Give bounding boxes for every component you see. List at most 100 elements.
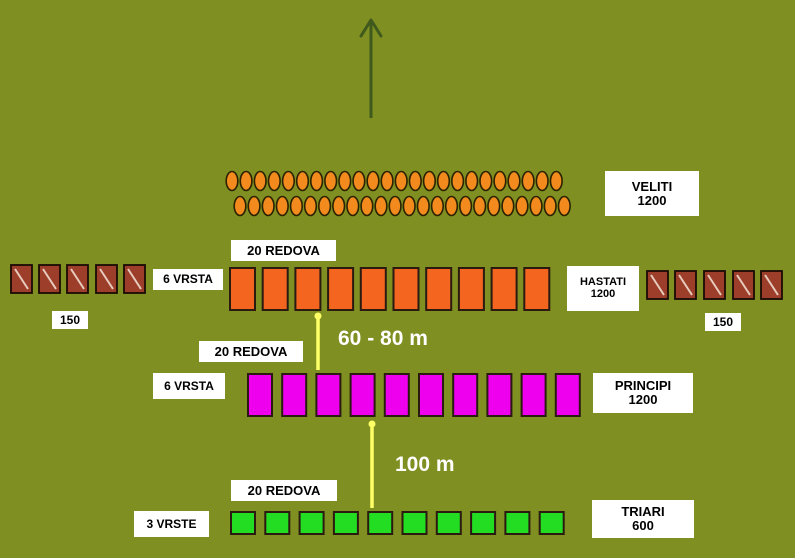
cavalry-stripe [127,268,142,290]
veliti-soldier [422,170,437,192]
cavalry-left-square-icon [95,264,118,294]
principi-ranks-label: 6 VRSTA [153,373,225,399]
triari-maniple [538,511,565,535]
veliti-soldier [261,195,275,217]
principi-maniple [486,373,513,417]
veliti-soldier [239,170,253,192]
triari-maniple [367,511,394,535]
triari-maniple [401,511,428,535]
cavalry-right-square-icon [760,270,783,300]
cavalry-stripe [707,274,722,296]
veliti-soldier [233,195,247,217]
hastati-maniple [523,267,551,311]
veliti-soldier [267,170,281,192]
hastati-name: HASTATI [579,275,627,288]
veliti-soldier [549,170,563,192]
veliti-soldier [281,170,296,192]
cavalry-stripe [764,274,779,296]
principi-maniple [247,373,273,417]
veliti-name: VELITI [631,178,673,194]
veliti-soldier [557,195,571,217]
direction-up-arrow-icon [359,18,383,118]
veliti-soldier [521,170,535,192]
hastati-maniple [392,267,420,311]
veliti-soldier [408,170,422,192]
triari-ranks-label: 3 VRSTE [134,511,209,537]
hastati-maniple [457,267,485,311]
distance-hastati-principi: 60 - 80 m [338,327,428,350]
hastati-count: 1200 [590,287,616,300]
cavalry-right-square-icon [674,270,697,300]
veliti-soldier [493,170,507,192]
principi-label: PRINCIPI 1200 [593,373,693,413]
principi-maniple [554,373,581,417]
triari-rows-label: 20 REDOVA [231,480,337,501]
cavalry-right-square-icon [703,270,726,300]
veliti-soldier [366,170,380,192]
veliti-soldier [275,195,289,217]
cavalry-stripe [736,274,751,296]
veliti-soldier [380,170,394,192]
veliti-soldier [374,195,388,217]
principi-maniple [281,373,308,417]
cavalry-stripe [678,274,693,296]
veliti-soldier [430,195,445,217]
principi-maniple [383,373,410,417]
veliti-soldier [436,170,451,192]
triari-maniple [470,511,497,535]
veliti-soldier [459,195,473,217]
triari-maniple [230,511,256,535]
veliti-soldier [451,170,465,192]
veliti-soldier [394,170,408,192]
cavalry-left-square-icon [123,264,146,294]
veliti-soldier [247,195,261,217]
triari-maniple [504,511,531,535]
veliti-soldier [507,170,521,192]
cavalry-right-square-icon [732,270,755,300]
principi-maniple [452,373,479,417]
hastati-maniple [490,267,518,311]
cavalry-right-count: 150 [705,313,741,331]
veliti-soldier [332,195,346,217]
veliti-soldier [324,170,338,192]
hastati-maniple [294,267,322,311]
triari-maniple [298,511,325,535]
hastati-ranks-label: 6 VRSTA [153,269,223,290]
hastati-maniple [359,267,387,311]
cavalry-stripe [42,268,57,290]
principi-maniple [349,373,376,417]
veliti-soldier [501,195,515,217]
arrow-head [359,18,383,38]
hastati-label: HASTATI 1200 [567,266,639,311]
veliti-soldier [303,195,318,217]
veliti-soldier [360,195,374,217]
cavalry-left-square-icon [10,264,33,294]
veliti-soldier [529,195,543,217]
triari-name: TRIARI [621,504,665,520]
cavalry-left-square-icon [38,264,61,294]
veliti-soldier [402,195,416,217]
veliti-soldier [535,170,549,192]
veliti-soldier [289,195,304,217]
veliti-soldier [416,195,430,217]
veliti-soldier [352,170,366,192]
hastati-maniple [425,267,453,311]
connector-dot [368,420,376,428]
cavalry-stripe [99,268,114,290]
hastati-maniple [327,267,355,311]
veliti-soldier [295,170,310,192]
veliti-count: 1200 [637,192,667,208]
veliti-soldier [338,170,352,192]
principi-name: PRINCIPI [614,378,672,394]
veliti-soldier [543,195,557,217]
cavalry-left-count: 150 [52,311,88,329]
principi-maniple [315,373,342,417]
cavalry-stripe [70,268,85,290]
veliti-soldier [346,195,360,217]
hastati-maniple [261,267,289,311]
veliti-soldier [253,170,267,192]
cavalry-stripe [14,268,29,290]
veliti-soldier [388,195,402,217]
